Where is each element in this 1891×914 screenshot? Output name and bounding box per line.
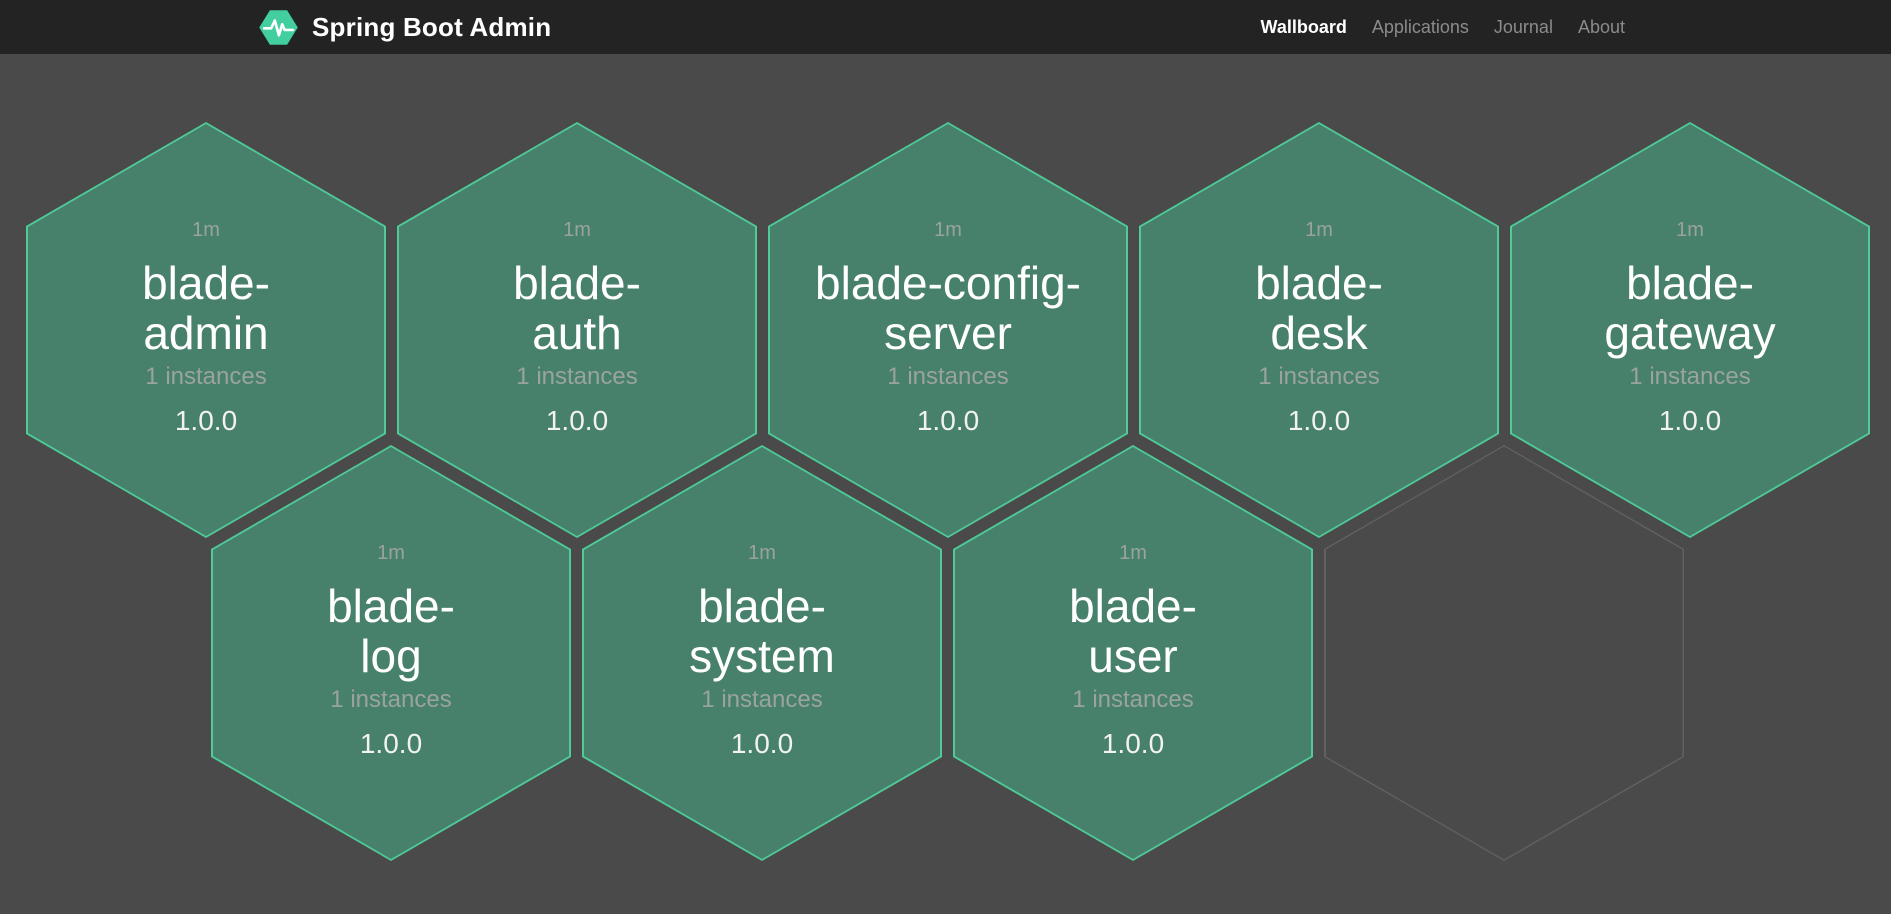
hexagon-fill: [1141, 124, 1497, 536]
app-name: blade-auth: [513, 257, 641, 359]
brand[interactable]: Spring Boot Admin: [258, 9, 551, 46]
app-instances: 1 instances: [516, 363, 638, 390]
app-name: blade-admin: [142, 257, 270, 359]
app-instances: 1 instances: [1258, 363, 1380, 390]
app-uptime: 1m: [748, 542, 776, 564]
app-hexagon-blade-user[interactable]: 1m blade-user 1 instances 1.0.0: [953, 445, 1313, 861]
app-instances: 1 instances: [1072, 686, 1194, 713]
app-instances: 1 instances: [330, 686, 452, 713]
hexagon-content: 1m blade-admin 1 instances 1.0.0: [26, 122, 386, 538]
app-uptime: 1m: [1676, 219, 1704, 241]
app-name: blade-user: [1069, 580, 1197, 682]
app-name: blade-config-server: [815, 257, 1081, 359]
empty-hexagon-slot: [1324, 445, 1684, 861]
hexagon-fill: [955, 447, 1311, 859]
app-name: blade-log: [327, 580, 455, 682]
nav-item-about[interactable]: About: [1577, 16, 1625, 37]
app-uptime: 1m: [1119, 542, 1147, 564]
app-hexagon-blade-config-server[interactable]: 1m blade-config-server 1 instances 1.0.0: [768, 122, 1128, 538]
app-title: Spring Boot Admin: [312, 11, 552, 42]
app-version: 1.0.0: [730, 728, 794, 759]
app-instances: 1 instances: [887, 363, 1009, 390]
nav-item-journal[interactable]: Journal: [1493, 16, 1553, 37]
app-hexagon-blade-system[interactable]: 1m blade-system 1 instances 1.0.0: [582, 445, 942, 861]
hexagon-fill: [584, 447, 940, 859]
nav-item-wallboard[interactable]: Wallboard: [1260, 16, 1347, 37]
app-uptime: 1m: [377, 542, 405, 564]
hexagon-fill: [213, 447, 569, 859]
hexagon-fill: [1325, 446, 1683, 860]
app-version: 1.0.0: [174, 405, 238, 436]
app-hexagon-blade-desk[interactable]: 1m blade-desk 1 instances 1.0.0: [1139, 122, 1499, 538]
app-version: 1.0.0: [359, 728, 423, 759]
app-instances: 1 instances: [145, 363, 267, 390]
app-version: 1.0.0: [916, 405, 980, 436]
hexagon-content: 1m blade-log 1 instances 1.0.0: [211, 445, 571, 861]
hexagon-fill: [1512, 124, 1868, 536]
app-name: blade-gateway: [1604, 257, 1776, 359]
app-hexagon-blade-admin[interactable]: 1m blade-admin 1 instances 1.0.0: [26, 122, 386, 538]
hexagon-content: 1m blade-gateway 1 instances 1.0.0: [1510, 122, 1870, 538]
hexagon-content: 1m blade-desk 1 instances 1.0.0: [1139, 122, 1499, 538]
app-name: blade-system: [689, 580, 835, 682]
app-uptime: 1m: [563, 219, 591, 241]
app-uptime: 1m: [1305, 219, 1333, 241]
pulse-hexagon-icon: [259, 9, 298, 45]
app-version: 1.0.0: [1658, 405, 1722, 436]
app-uptime: 1m: [934, 219, 962, 241]
header-bar: Spring Boot Admin Wallboard Applications J…: [0, 0, 1891, 54]
app-version: 1.0.0: [545, 405, 609, 436]
app-version: 1.0.0: [1287, 405, 1351, 436]
hexagon-content: 1m blade-config-server 1 instances 1.0.0: [768, 122, 1128, 538]
app-name: blade-desk: [1255, 257, 1383, 359]
main-nav: Wallboard Applications Journal About: [1261, 0, 1626, 54]
hexagon-content: 1m blade-auth 1 instances 1.0.0: [397, 122, 757, 538]
app-version: 1.0.0: [1101, 728, 1165, 759]
hexagon-content: 1m blade-user 1 instances 1.0.0: [953, 445, 1313, 861]
app-hexagon-blade-gateway[interactable]: 1m blade-gateway 1 instances 1.0.0: [1510, 122, 1870, 538]
hexagon-content: 1m blade-system 1 instances 1.0.0: [582, 445, 942, 861]
app-hexagon-blade-auth[interactable]: 1m blade-auth 1 instances 1.0.0: [397, 122, 757, 538]
app-hexagon-blade-log[interactable]: 1m blade-log 1 instances 1.0.0: [211, 445, 571, 861]
app-instances: 1 instances: [1629, 363, 1751, 390]
app-instances: 1 instances: [701, 686, 823, 713]
app-uptime: 1m: [192, 219, 220, 241]
nav-item-applications[interactable]: Applications: [1371, 16, 1469, 37]
wallboard: 1m blade-admin 1 instances 1.0.0 1m blad…: [0, 54, 1891, 914]
